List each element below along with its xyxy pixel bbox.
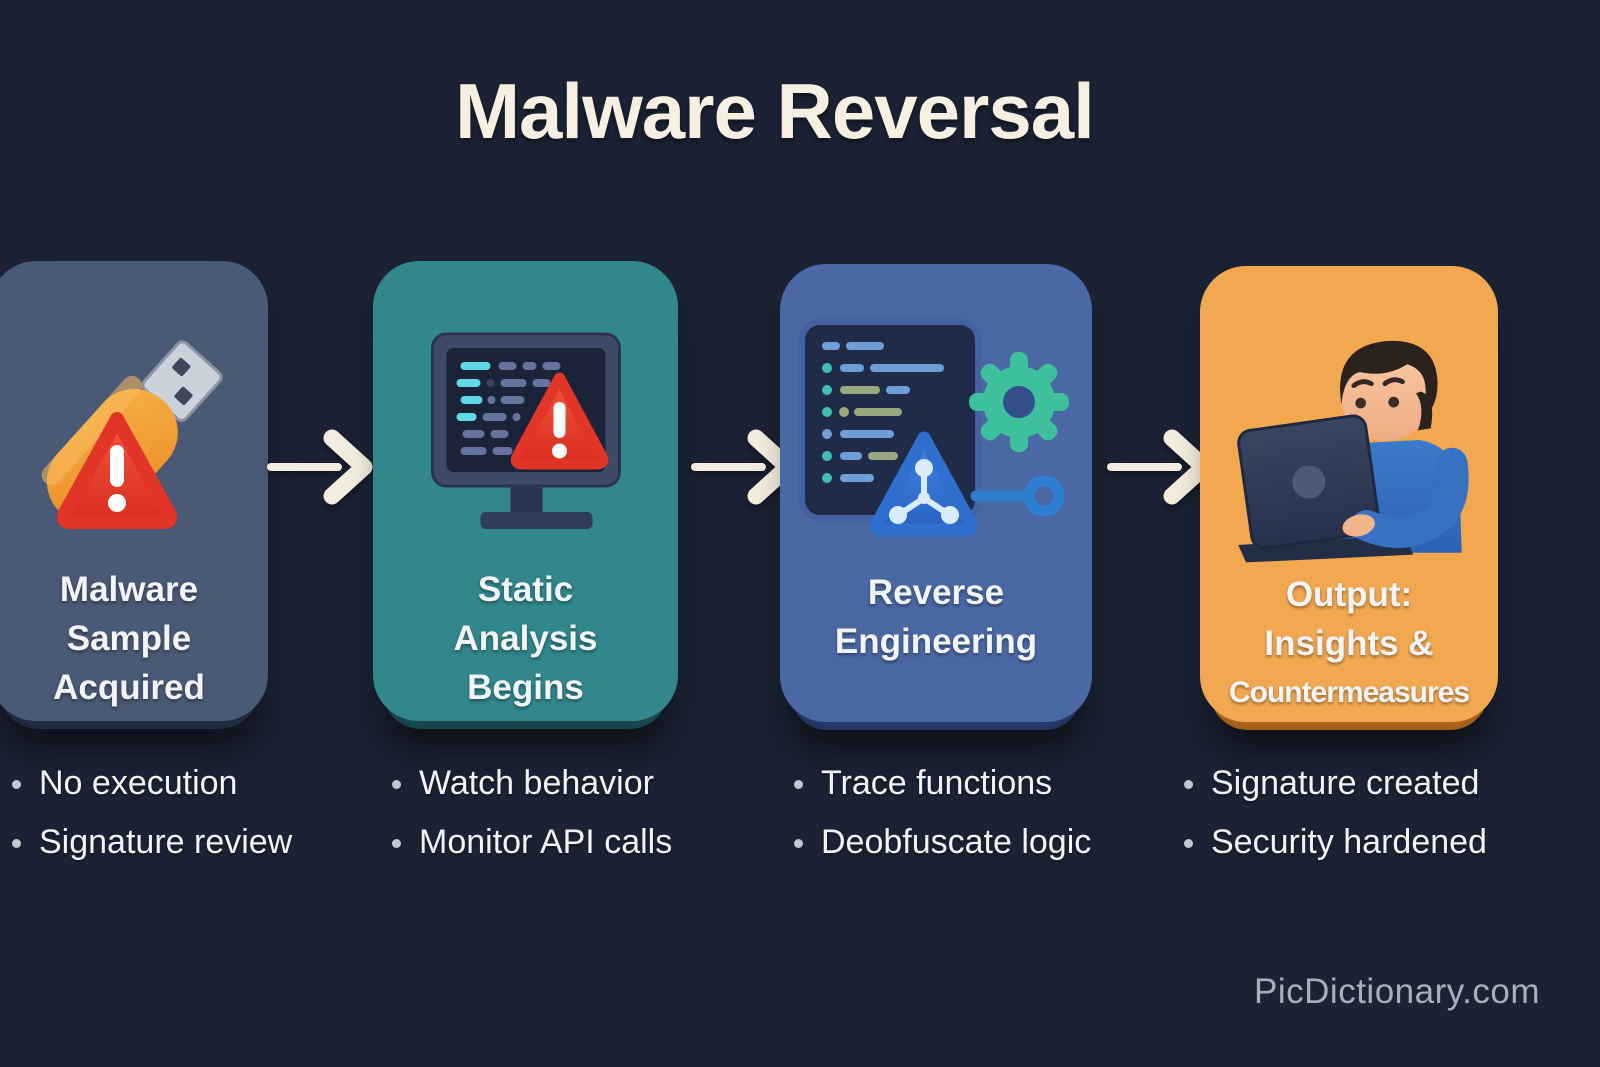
step-title-malware-sample: Malware Sample Acquired <box>53 570 205 707</box>
bullet-dot <box>392 779 401 789</box>
watermark: PicDictionary.com <box>1254 972 1540 1011</box>
list-item: Signature created <box>1180 764 1550 802</box>
list-item: Watch behavior <box>388 764 758 802</box>
code-panel-gear-molecule-icon <box>790 280 1082 568</box>
list-item: Deobfuscate logic <box>790 823 1160 861</box>
monitor-code-warning-icon <box>383 277 668 565</box>
analyst-laptop-illustration <box>1210 282 1488 570</box>
bullet-dot <box>12 779 21 789</box>
list-item: Signature review <box>8 823 378 861</box>
list-item: Trace functions <box>790 764 1160 802</box>
bullet-dot <box>12 838 21 848</box>
bullet-dot <box>1184 779 1193 789</box>
usb-drive-warning-icon <box>0 277 258 565</box>
list-item: Monitor API calls <box>388 823 758 861</box>
step-title-output: Output: Insights & Countermeasures <box>1228 575 1470 709</box>
step-title-static-analysis: Static Analysis Begins <box>453 570 598 707</box>
bullet-dot <box>794 779 803 789</box>
step-title-reverse-engineering: Reverse Engineering <box>834 573 1038 661</box>
flow-arrow-3 <box>1106 424 1214 510</box>
bullet-dot <box>794 838 803 848</box>
list-item: Security hardened <box>1180 823 1550 861</box>
bullet-list-malware-sample: No execution Signature review <box>8 764 378 882</box>
bullet-list-output: Signature created Security hardened <box>1180 764 1550 882</box>
step-card-output: Output: Insights & Countermeasures <box>1200 266 1498 730</box>
bullet-dot <box>392 838 401 848</box>
list-item: No execution <box>8 764 378 802</box>
step-card-malware-sample: Malware Sample Acquired <box>0 261 268 729</box>
step-card-static-analysis: Static Analysis Begins <box>373 261 678 729</box>
step-card-reverse-engineering: Reverse Engineering <box>780 264 1092 730</box>
gear-icon <box>968 352 1069 452</box>
flow-arrow-1 <box>266 424 374 510</box>
bullet-dot <box>1184 838 1193 848</box>
bullet-list-static-analysis: Watch behavior Monitor API calls <box>388 764 758 882</box>
bullet-list-reverse-engineering: Trace functions Deobfuscate logic <box>790 764 1160 882</box>
page-title: Malware Reversal <box>455 67 1095 155</box>
